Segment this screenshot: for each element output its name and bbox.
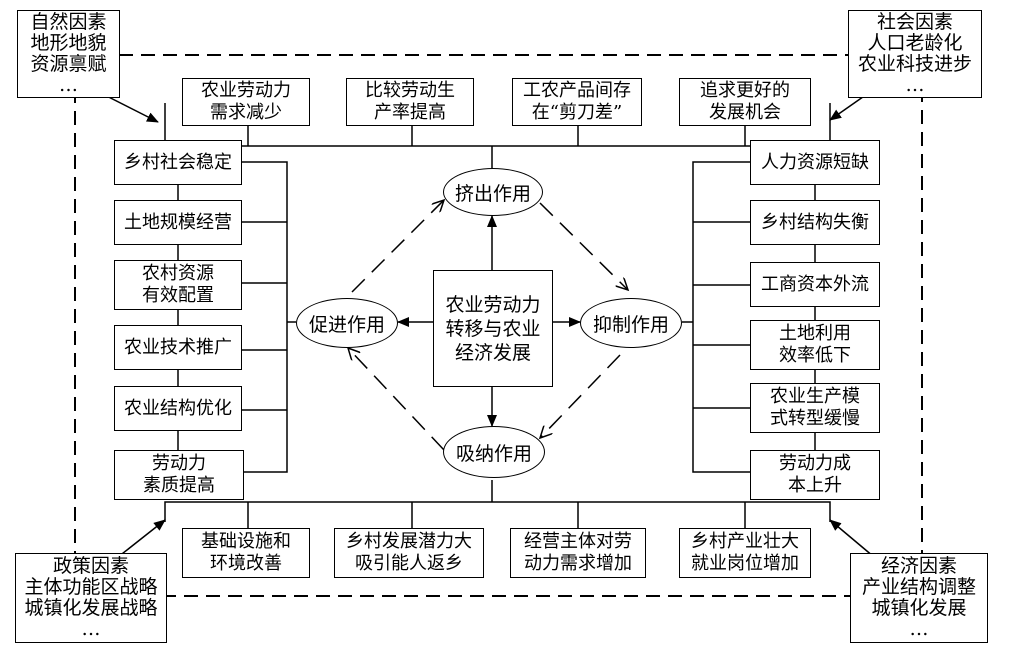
right-box-slow-transform: 农业生产模 式转型缓慢 — [750, 383, 880, 433]
box-line: 农业技术推广 — [124, 336, 232, 358]
oval-promote-effect: 促进作用 — [296, 298, 398, 348]
dashed-inhibit-to-absorb — [540, 354, 621, 438]
center-box-labor-transfer: 农业劳动力 转移与农业 经济发展 — [433, 270, 553, 387]
bottom-bracket — [164, 501, 831, 522]
right-bracket — [692, 161, 752, 473]
corner-social-line: 社会因素 — [876, 11, 953, 33]
box-line: 劳动力成 — [779, 453, 851, 474]
top-bracket — [164, 103, 831, 147]
corner-economic-line: 城镇化发展 — [871, 597, 967, 619]
corner-social-line: 人口老龄化 — [867, 32, 963, 54]
oval-label: 挤出作用 — [454, 182, 531, 205]
box-line: 素质提高 — [143, 475, 215, 496]
box-line: 土地利用 — [779, 323, 851, 344]
dashed-absorb-to-promote — [348, 348, 445, 451]
box-line: 有效配置 — [142, 285, 214, 306]
corner-policy-line: 主体功能区战略 — [24, 576, 158, 598]
corner-economic-line: … — [909, 618, 929, 640]
box-line: 基础设施和 — [201, 531, 291, 552]
corner-social-factors: 社会因素 人口老龄化 农业科技进步 … — [848, 10, 982, 98]
top-box-labor-demand-decrease: 农业劳动力 需求减少 — [182, 78, 310, 126]
box-line: 乡村产业壮大 — [691, 531, 799, 552]
left-box-labor-quality: 劳动力 素质提高 — [114, 450, 244, 500]
box-line: 乡村发展潜力大 — [346, 531, 472, 552]
right-box-capital-outflow: 工商资本外流 — [750, 262, 880, 307]
box-line: 产率提高 — [374, 102, 446, 123]
dashed-push-to-inhibit — [539, 202, 628, 290]
corner-natural-line: 资源禀赋 — [30, 53, 107, 75]
corner-policy-line: … — [81, 618, 101, 640]
corner-social-line: … — [905, 74, 925, 96]
left-box-structure-optimize: 农业结构优化 — [114, 386, 242, 431]
box-line: 乡村社会稳定 — [124, 151, 232, 173]
outer-dashed-frame — [74, 54, 923, 597]
box-line: 动力需求增加 — [524, 553, 632, 574]
box-line: 就业岗位增加 — [691, 553, 799, 574]
oval-push-effect: 挤出作用 — [443, 168, 543, 216]
bottom-box-infrastructure: 基础设施和 环境改善 — [182, 528, 310, 578]
box-line: 工农产品间存 — [523, 80, 631, 101]
top-box-better-opportunity: 追求更好的 发展机会 — [679, 78, 811, 126]
center-line: 经济发展 — [454, 341, 531, 364]
box-line: 吸引能人返乡 — [355, 553, 463, 574]
corner-policy-factors: 政策因素 主体功能区战略 城镇化发展战略 … — [15, 553, 167, 643]
box-line: 经营主体对劳 — [524, 531, 632, 552]
box-line: 农业生产模 — [770, 386, 860, 407]
left-box-land-scale: 土地规模经营 — [114, 200, 242, 245]
box-line: 追求更好的 — [700, 80, 790, 101]
corner-natural-line: … — [59, 74, 78, 96]
box-line: 乡村结构失衡 — [761, 211, 869, 233]
corner-economic-line: 产业结构调整 — [861, 576, 976, 598]
right-box-land-efficiency: 土地利用 效率低下 — [750, 320, 880, 370]
box-line: 环境改善 — [210, 553, 282, 574]
corner-economic-line: 经济因素 — [880, 555, 957, 577]
center-line: 转移与农业 — [445, 317, 541, 340]
corner-natural-line: 自然因素 — [30, 11, 107, 33]
corner-natural-line: 地形地貌 — [30, 32, 107, 54]
bottom-box-talent-return: 乡村发展潜力大 吸引能人返乡 — [334, 528, 484, 578]
oval-label: 抑制作用 — [592, 313, 669, 336]
left-box-rural-stability: 乡村社会稳定 — [114, 140, 242, 185]
box-line: 土地规模经营 — [124, 211, 232, 233]
oval-label: 吸纳作用 — [455, 442, 532, 465]
left-box-resource-allocation: 农村资源 有效配置 — [114, 260, 242, 310]
top-box-productivity-rise: 比较劳动生 产率提高 — [346, 78, 474, 126]
center-line: 农业劳动力 — [445, 293, 541, 316]
top-box-price-scissors: 工农产品间存 在“剪刀差” — [512, 78, 642, 126]
oval-inhibit-effect: 抑制作用 — [580, 298, 682, 348]
corner-economic-factors: 经济因素 产业结构调整 城镇化发展 … — [850, 553, 988, 643]
box-line: 劳动力 — [152, 453, 206, 474]
box-line: 式转型缓慢 — [770, 408, 860, 429]
bottom-box-labor-demand-increase: 经营主体对劳 动力需求增加 — [510, 528, 646, 578]
oval-label: 促进作用 — [308, 313, 385, 336]
box-line: 人力资源短缺 — [761, 151, 869, 173]
box-line: 农村资源 — [142, 263, 214, 284]
right-box-structure-imbalance: 乡村结构失衡 — [750, 200, 880, 245]
box-line: 在“剪刀差” — [531, 102, 623, 123]
corner-social-line: 农业科技进步 — [857, 53, 972, 75]
box-line: 效率低下 — [779, 345, 851, 366]
oval-absorb-effect: 吸纳作用 — [443, 426, 545, 478]
right-box-hr-shortage: 人力资源短缺 — [750, 140, 880, 185]
box-line: 比较劳动生 — [365, 80, 455, 101]
corner-policy-line: 城镇化发展战略 — [24, 597, 158, 619]
left-bracket — [240, 161, 288, 473]
box-line: 农业结构优化 — [124, 397, 232, 419]
bottom-box-industry-jobs: 乡村产业壮大 就业岗位增加 — [679, 528, 811, 578]
box-line: 本上升 — [788, 475, 842, 496]
box-line: 工商资本外流 — [761, 273, 869, 295]
box-line: 发展机会 — [709, 102, 781, 123]
left-box-tech-promotion: 农业技术推广 — [114, 325, 242, 370]
box-line: 需求减少 — [210, 102, 282, 123]
box-line: 农业劳动力 — [201, 80, 291, 101]
dashed-promote-to-push — [351, 200, 444, 293]
right-box-labor-cost: 劳动力成 本上升 — [750, 450, 880, 500]
corner-policy-line: 政策因素 — [52, 555, 129, 577]
corner-natural-factors: 自然因素 地形地貌 资源禀赋 … — [17, 10, 120, 98]
